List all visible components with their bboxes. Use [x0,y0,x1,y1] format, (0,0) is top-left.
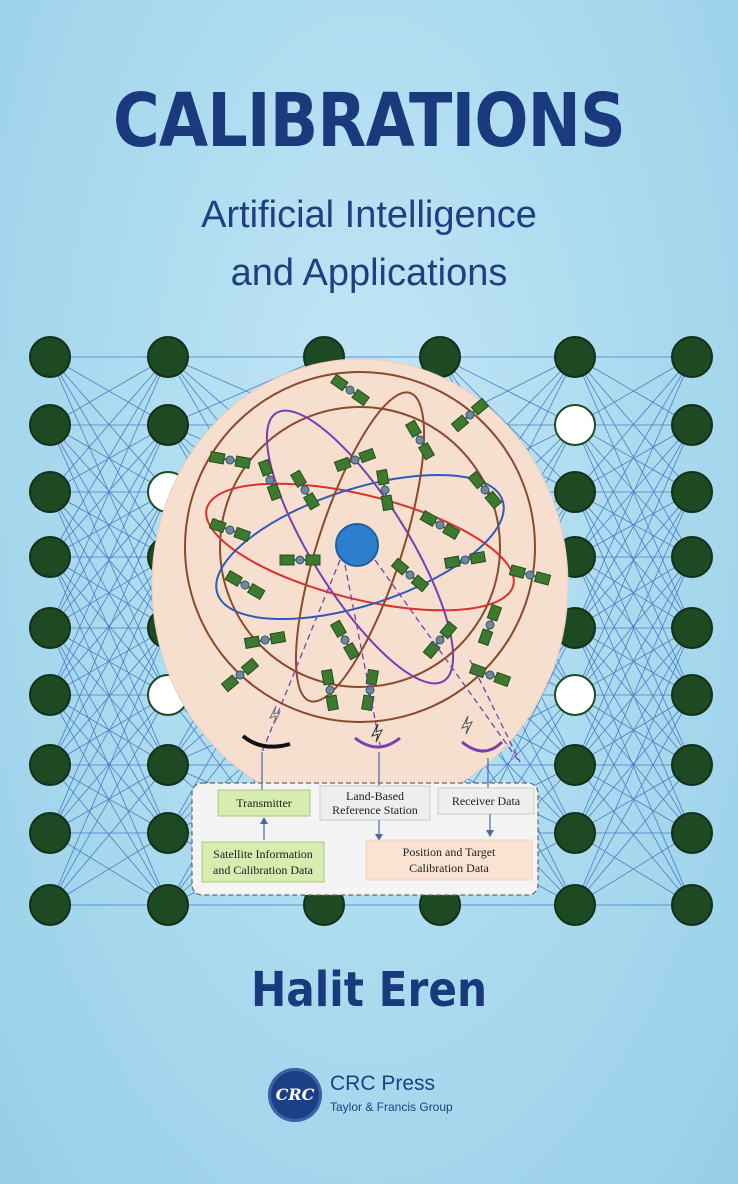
satellite-icon [220,657,260,693]
network-node [671,884,713,926]
satellite-info-box [201,841,325,883]
satellite-icon [289,469,321,511]
signal-bolt-icon [269,705,281,725]
transmitter-dish-icon [241,734,291,749]
publisher-block: CRC CRC Press Taylor & Francis Group [268,1068,498,1128]
satellite-icon [468,662,512,688]
satellite-icon [390,557,430,593]
satellite-icon [422,620,458,660]
network-node [671,404,713,446]
inner-orbit [219,406,501,688]
network-node [671,744,713,786]
station-label-1: Land-Based [346,789,404,803]
network-node [554,812,596,854]
signal-line [344,564,381,746]
network-node [29,471,71,513]
satellite-icon [419,509,461,541]
transmitter-label: Transmitter [236,796,292,810]
network-node [554,744,596,786]
network-node [554,404,596,446]
book-title: CALIBRATIONS [113,78,626,164]
satellite-icon [279,554,321,566]
receiver-dish-icon [461,740,504,753]
satellite-icon [467,470,503,510]
network-node [671,607,713,649]
signal-bolt-icon [461,715,473,735]
network-node [29,336,71,378]
transmitter-box [217,789,311,817]
crc-logo-icon: CRC [268,1068,322,1122]
satellite-info-label-1: Satellite Information [213,847,313,861]
satellite-icon [404,419,436,461]
receiver-box [437,787,535,815]
subtitle-line-2: and Applications [230,252,508,294]
position-label-1: Position and Target [403,845,496,859]
satellite-icon [443,551,487,569]
network-node [147,884,189,926]
outer-orbit [184,371,536,723]
network-node [29,674,71,716]
satellite-icon [257,458,283,502]
satellite-icon [321,668,339,712]
position-box [365,839,533,881]
satellite-icon [376,468,394,512]
satellite-globe [151,358,569,812]
network-node [29,536,71,578]
network-node [671,674,713,716]
position-label-2: Calibration Data [409,861,489,875]
calibration-flow-box: Transmitter Land-Based Reference Station… [191,752,539,896]
satellite-icon [208,451,252,469]
network-node [147,404,189,446]
network-node [29,812,71,854]
satellite-icon [450,397,490,433]
subtitle-line-1: Artificial Intelligence [201,194,537,236]
earth [335,523,379,567]
network-node [671,812,713,854]
signal-line [469,659,521,763]
network-node [29,607,71,649]
author-name: Halit Eren [250,962,488,1018]
satellite-info-label-2: and Calibration Data [213,863,314,877]
orbit-purple [265,409,455,685]
satellite-icon [243,631,287,649]
satellite-icon [477,603,503,647]
station-box [319,785,431,821]
network-node [554,674,596,716]
orbit-blue [215,473,505,621]
network-node [671,336,713,378]
publisher-group: Taylor & Francis Group [330,1100,453,1114]
network-node [554,336,596,378]
satellite-icon [333,447,377,473]
network-node [29,404,71,446]
satellite-icon [329,619,361,661]
publisher-name: CRC Press [330,1072,436,1095]
satellite-icon [208,517,252,543]
satellite-icon [361,668,379,712]
network-node [671,471,713,513]
network-node [554,884,596,926]
network-node [671,536,713,578]
satellite-icon [330,373,370,407]
network-node [29,884,71,926]
satellites [208,373,552,712]
network-node [554,471,596,513]
satellite-icon [508,564,552,586]
station-dish-icon [354,736,401,749]
signal-bolt-icon [371,723,383,743]
receiver-label: Receiver Data [452,794,521,808]
network-node [147,812,189,854]
signal-line [374,559,519,761]
network-node [147,744,189,786]
satellite-icon [224,569,266,601]
station-label-2: Reference Station [332,803,418,817]
orbit-red [205,482,515,612]
network-node [29,744,71,786]
network-node [147,336,189,378]
